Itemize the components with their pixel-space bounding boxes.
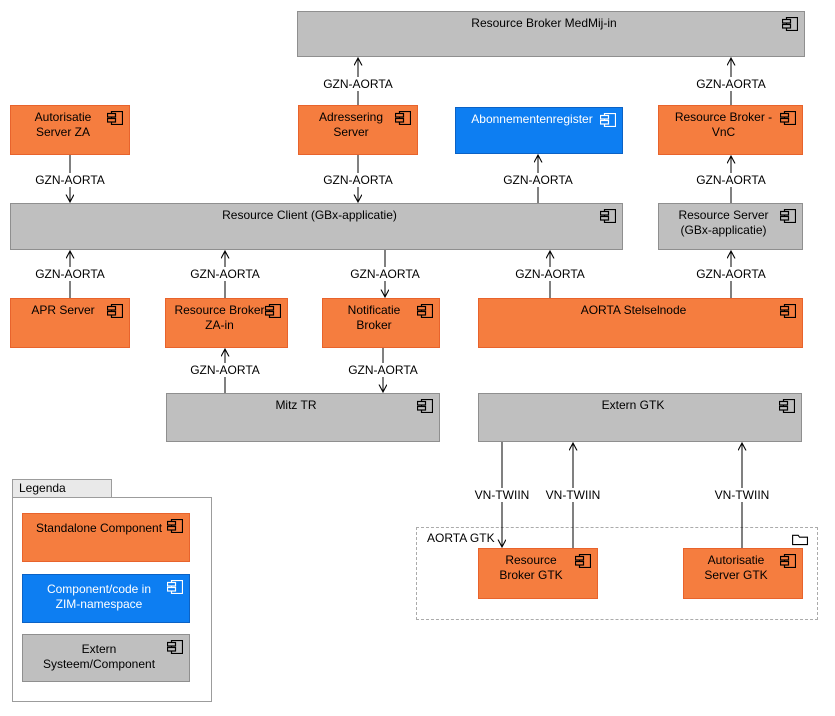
component-icon bbox=[395, 111, 411, 125]
legend-item-label: Standalone Component bbox=[35, 521, 163, 535]
node-notificatie-broker[interactable]: Notificatie Broker bbox=[322, 298, 440, 348]
node-abonnementenregister[interactable]: Abonnementenregister bbox=[455, 107, 623, 154]
component-icon bbox=[600, 209, 616, 223]
component-icon bbox=[167, 519, 183, 533]
node-label: APR Server bbox=[31, 303, 95, 317]
legend-item-zim-namespace: Component/code in ZIM-namespace bbox=[22, 574, 190, 623]
node-resource-client[interactable]: Resource Client (GBx-applicatie) bbox=[10, 203, 623, 250]
legend-item-label: Extern Systeem/Component bbox=[42, 642, 156, 671]
edge-label: GZN-AORTA bbox=[345, 363, 421, 377]
legend-item-standalone: Standalone Component bbox=[22, 513, 190, 562]
node-label: Adressering Server bbox=[318, 110, 384, 139]
component-icon bbox=[780, 111, 796, 125]
edge-label: GZN-AORTA bbox=[693, 77, 769, 91]
edge-label: VN-TWIIN bbox=[711, 488, 773, 502]
edge-label: GZN-AORTA bbox=[187, 267, 263, 281]
edge-label: GZN-AORTA bbox=[500, 173, 576, 187]
component-icon bbox=[167, 640, 183, 654]
node-label: Extern GTK bbox=[601, 398, 665, 412]
component-icon bbox=[780, 304, 796, 318]
node-label: Abonnementenregister bbox=[471, 112, 593, 126]
node-label: Mitz TR bbox=[275, 398, 317, 412]
component-icon bbox=[575, 554, 591, 568]
node-label: Resource Broker ZA-in bbox=[174, 303, 265, 332]
node-label: Resource Broker GTK bbox=[499, 553, 563, 582]
node-resource-server[interactable]: Resource Server (GBx-applicatie) bbox=[658, 203, 803, 250]
legend-item-label: Component/code in ZIM-namespace bbox=[46, 582, 152, 611]
node-label: Autorisatie Server GTK bbox=[704, 553, 768, 582]
component-icon bbox=[167, 580, 183, 594]
component-icon bbox=[265, 304, 281, 318]
edge-label: VN-TWIIN bbox=[471, 488, 533, 502]
component-icon bbox=[780, 554, 796, 568]
edge-label: GZN-AORTA bbox=[32, 267, 108, 281]
component-icon bbox=[107, 111, 123, 125]
node-label: Resource Server (GBx-applicatie) bbox=[678, 208, 769, 237]
component-icon bbox=[782, 17, 798, 31]
edge-label: GZN-AORTA bbox=[320, 77, 396, 91]
node-extern-gtk[interactable]: Extern GTK bbox=[478, 393, 802, 442]
component-icon bbox=[417, 304, 433, 318]
edge-label: GZN-AORTA bbox=[32, 173, 108, 187]
node-apr-server[interactable]: APR Server bbox=[10, 298, 130, 348]
package-folder-icon bbox=[792, 534, 809, 546]
edge-label: VN-TWIIN bbox=[542, 488, 604, 502]
edge-label: GZN-AORTA bbox=[693, 267, 769, 281]
node-label: Notificatie Broker bbox=[347, 303, 401, 332]
node-autorisatie-server-za[interactable]: Autorisatie Server ZA bbox=[10, 105, 130, 155]
component-icon bbox=[417, 399, 433, 413]
node-label: Resource Broker - VnC bbox=[674, 110, 773, 139]
component-icon bbox=[107, 304, 123, 318]
node-resource-broker-gtk[interactable]: Resource Broker GTK bbox=[478, 548, 598, 599]
node-resource-broker-vnc[interactable]: Resource Broker - VnC bbox=[658, 105, 803, 155]
node-aorta-stelselnode[interactable]: AORTA Stelselnode bbox=[478, 298, 803, 348]
legend-item-extern: Extern Systeem/Component bbox=[22, 634, 190, 682]
legend-title: Legenda bbox=[19, 481, 66, 495]
edge-label: GZN-AORTA bbox=[320, 173, 396, 187]
node-label: Resource Client (GBx-applicatie) bbox=[222, 208, 397, 222]
node-label: Resource Broker MedMij-in bbox=[471, 16, 617, 30]
node-resource-broker-medmij-in[interactable]: Resource Broker MedMij-in bbox=[297, 11, 805, 57]
edge-label: GZN-AORTA bbox=[187, 363, 263, 377]
node-mitz-tr[interactable]: Mitz TR bbox=[166, 393, 440, 442]
legend-title-tab: Legenda bbox=[12, 479, 112, 498]
node-autorisatie-server-gtk[interactable]: Autorisatie Server GTK bbox=[683, 548, 803, 599]
node-resource-broker-za-in[interactable]: Resource Broker ZA-in bbox=[165, 298, 288, 348]
component-icon bbox=[780, 209, 796, 223]
component-icon bbox=[779, 399, 795, 413]
node-label: AORTA Stelselnode bbox=[580, 303, 687, 317]
node-adressering-server[interactable]: Adressering Server bbox=[298, 105, 418, 155]
component-icon bbox=[600, 113, 616, 127]
edge-label: GZN-AORTA bbox=[512, 267, 588, 281]
node-label: Autorisatie Server ZA bbox=[34, 110, 92, 139]
edge-label: GZN-AORTA bbox=[693, 173, 769, 187]
group-label: AORTA GTK bbox=[425, 531, 497, 545]
edge-label: GZN-AORTA bbox=[347, 267, 423, 281]
group-aorta-gtk[interactable]: AORTA GTK bbox=[416, 527, 818, 620]
